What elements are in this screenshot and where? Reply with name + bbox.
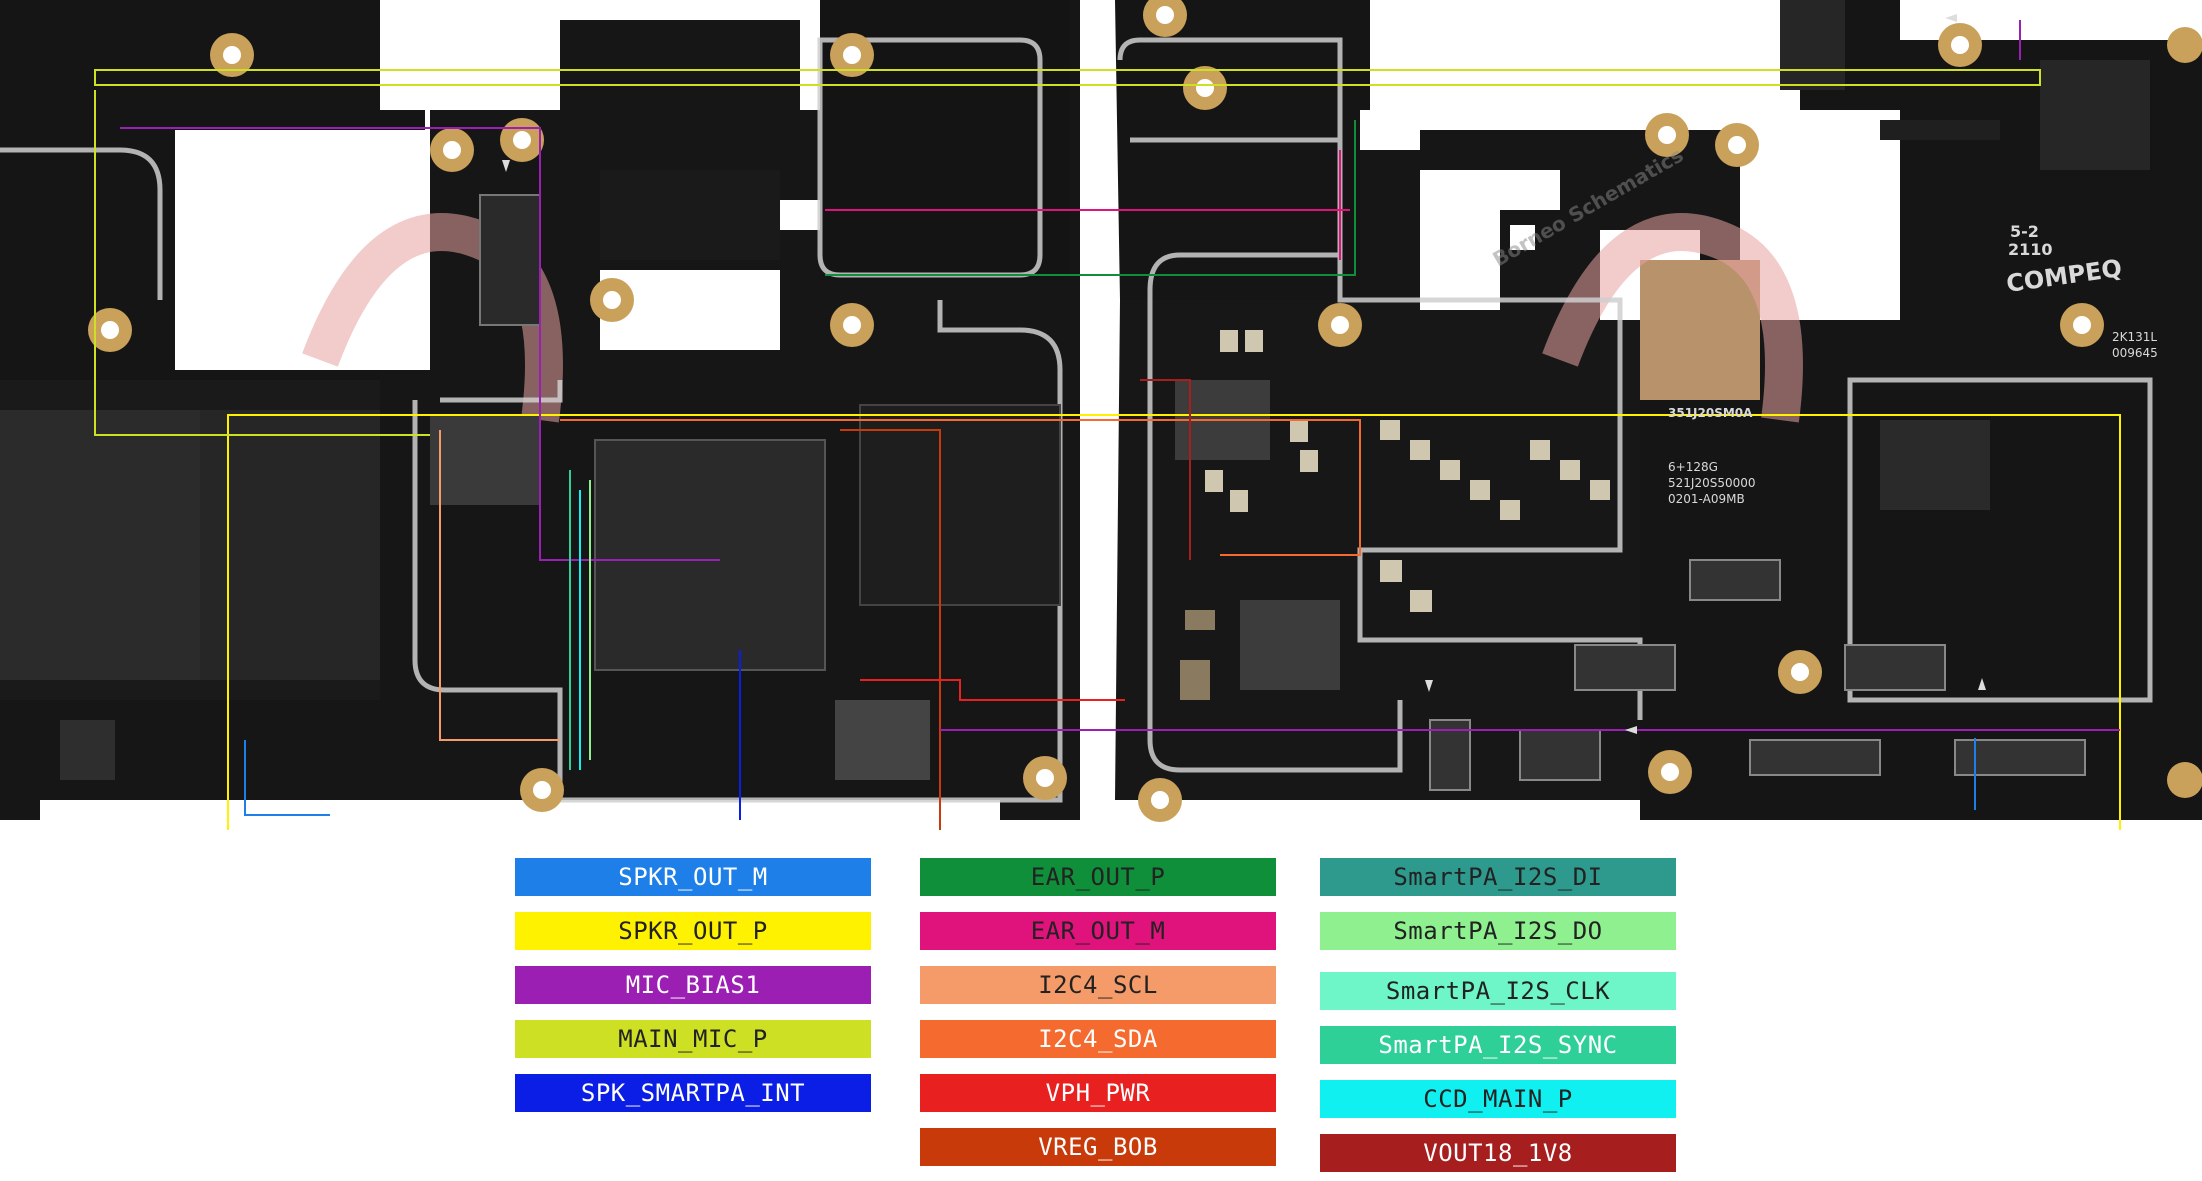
silk-year: 2110: [2008, 240, 2053, 259]
legend-item-ccd-main-p: CCD_MAIN_P: [1320, 1080, 1676, 1118]
legend-item-i2c4-sda: I2C4_SDA: [920, 1020, 1276, 1058]
legend-item-spk-smartpa-int: SPK_SMARTPA_INT: [515, 1074, 871, 1112]
legend-item-smartpa-i2s-do: SmartPA_I2S_DO: [1320, 912, 1676, 950]
legend-item-vph-pwr: VPH_PWR: [920, 1074, 1276, 1112]
legend-item-ear-out-m: EAR_OUT_M: [920, 912, 1276, 950]
mounting-holes: [88, 0, 2202, 822]
legend-item-spkr-out-p: SPKR_OUT_P: [515, 912, 871, 950]
passives: [1180, 225, 1610, 700]
silk-lot1: 2K131L: [2112, 330, 2158, 344]
silk-code2: 0201-A09MB: [1668, 492, 1745, 506]
silk-rev: 5-2: [2010, 222, 2039, 241]
legend-item-smartpa-i2s-clk: SmartPA_I2S_CLK: [1320, 972, 1676, 1010]
silk-mem: 6+128G: [1668, 460, 1718, 474]
silk-arrows: [502, 14, 1986, 734]
legend-item-ear-out-p: EAR_OUT_P: [920, 858, 1276, 896]
legend-item-vreg-bob: VREG_BOB: [920, 1128, 1276, 1166]
net-traces: [94, 20, 2121, 830]
pcb-board-photo: [0, 0, 2202, 830]
legend-item-vout18-1v8: VOUT18_1V8: [1320, 1134, 1676, 1172]
legend-item-i2c4-scl: I2C4_SCL: [920, 966, 1276, 1004]
silk-lot2: 009645: [2112, 346, 2158, 360]
legend-item-main-mic-p: MAIN_MIC_P: [515, 1020, 871, 1058]
legend-item-spkr-out-m: SPKR_OUT_M: [515, 858, 871, 896]
silk-part: 351J20SM0A: [1668, 406, 1753, 420]
silk-code1: 521J20S50000: [1668, 476, 1756, 490]
legend-item-smartpa-i2s-di: SmartPA_I2S_DI: [1320, 858, 1676, 896]
legend-item-mic-bias1: MIC_BIAS1: [515, 966, 871, 1004]
legend-item-smartpa-i2s-sync: SmartPA_I2S_SYNC: [1320, 1026, 1676, 1064]
